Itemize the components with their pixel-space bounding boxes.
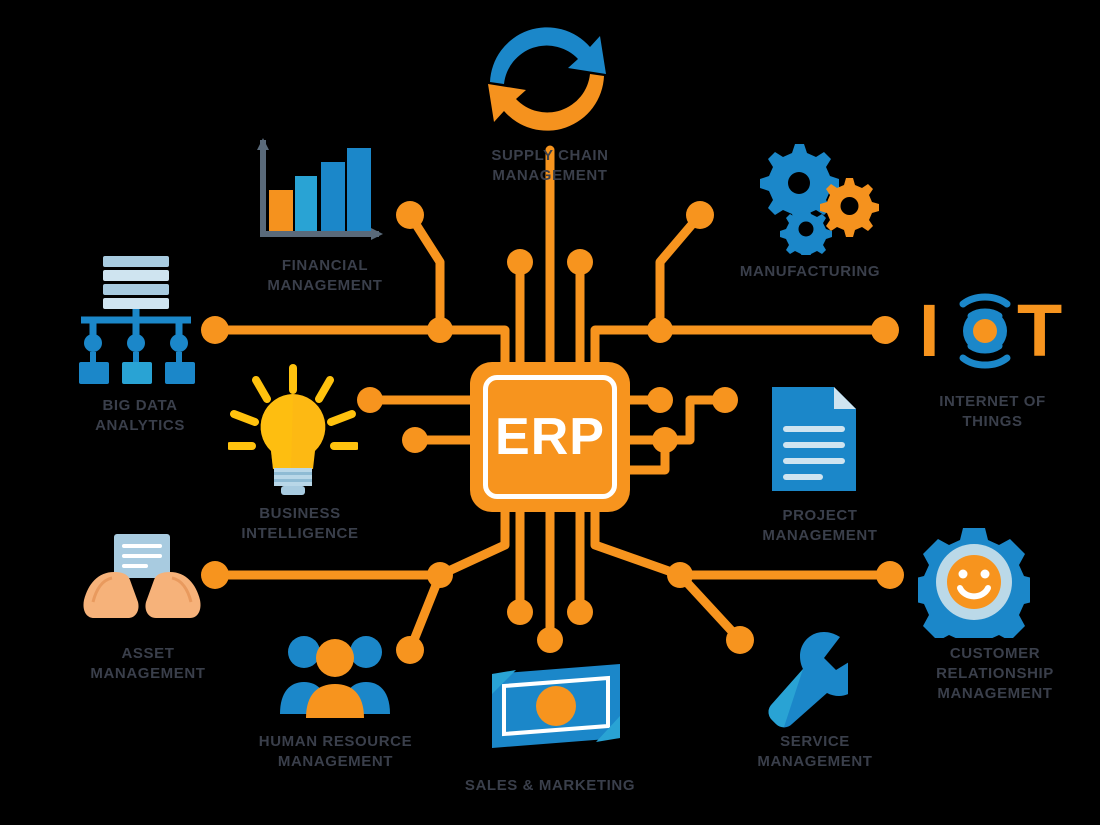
data-tree-icon: [73, 248, 203, 390]
label-sales-and-marketing: SALES & MARKETING: [464, 777, 636, 794]
label-project-management: PROJECT MANAGEMENT: [762, 507, 878, 544]
svg-text:T: T: [1017, 289, 1062, 372]
label-supply-chain-management: SUPPLY CHAIN MANAGEMENT: [491, 147, 609, 184]
money-icon: [488, 660, 624, 752]
erp-center-label: ERP: [495, 408, 605, 466]
wrench-icon: [762, 628, 862, 732]
svg-text:I: I: [919, 289, 940, 372]
label-asset-management: ASSET MANAGEMENT: [90, 645, 206, 682]
label-internet-of-things: INTERNET OF THINGS: [939, 393, 1046, 430]
label-financial-management: FINANCIAL MANAGEMENT: [267, 257, 383, 294]
label-human-resource-management: HUMAN RESOURCE MANAGEMENT: [258, 733, 413, 770]
gears-icon: [757, 140, 887, 260]
label-big-data-analytics: BIG DATA ANALYTICS: [95, 397, 185, 434]
label-customer-relationship-management: CUSTOMER RELATIONSHIP MANAGEMENT: [936, 645, 1054, 702]
people-group-icon: [280, 630, 390, 718]
gear-smiley-icon: [912, 526, 1036, 652]
document-icon: [768, 383, 860, 495]
bar-chart-icon: [247, 136, 387, 248]
lightbulb-icon: [226, 362, 360, 498]
circular-arrows-icon: [472, 16, 622, 141]
label-business-intelligence: BUSINESS INTELLIGENCE: [241, 505, 359, 542]
hands-document-icon: [78, 528, 206, 628]
label-manufacturing: MANUFACTURING: [739, 263, 881, 280]
iot-icon: I T: [905, 282, 1065, 378]
chip-inner-border: ERP: [483, 375, 617, 499]
erp-center-chip[interactable]: ERP: [470, 362, 630, 512]
label-service-management: SERVICE MANAGEMENT: [757, 733, 873, 770]
